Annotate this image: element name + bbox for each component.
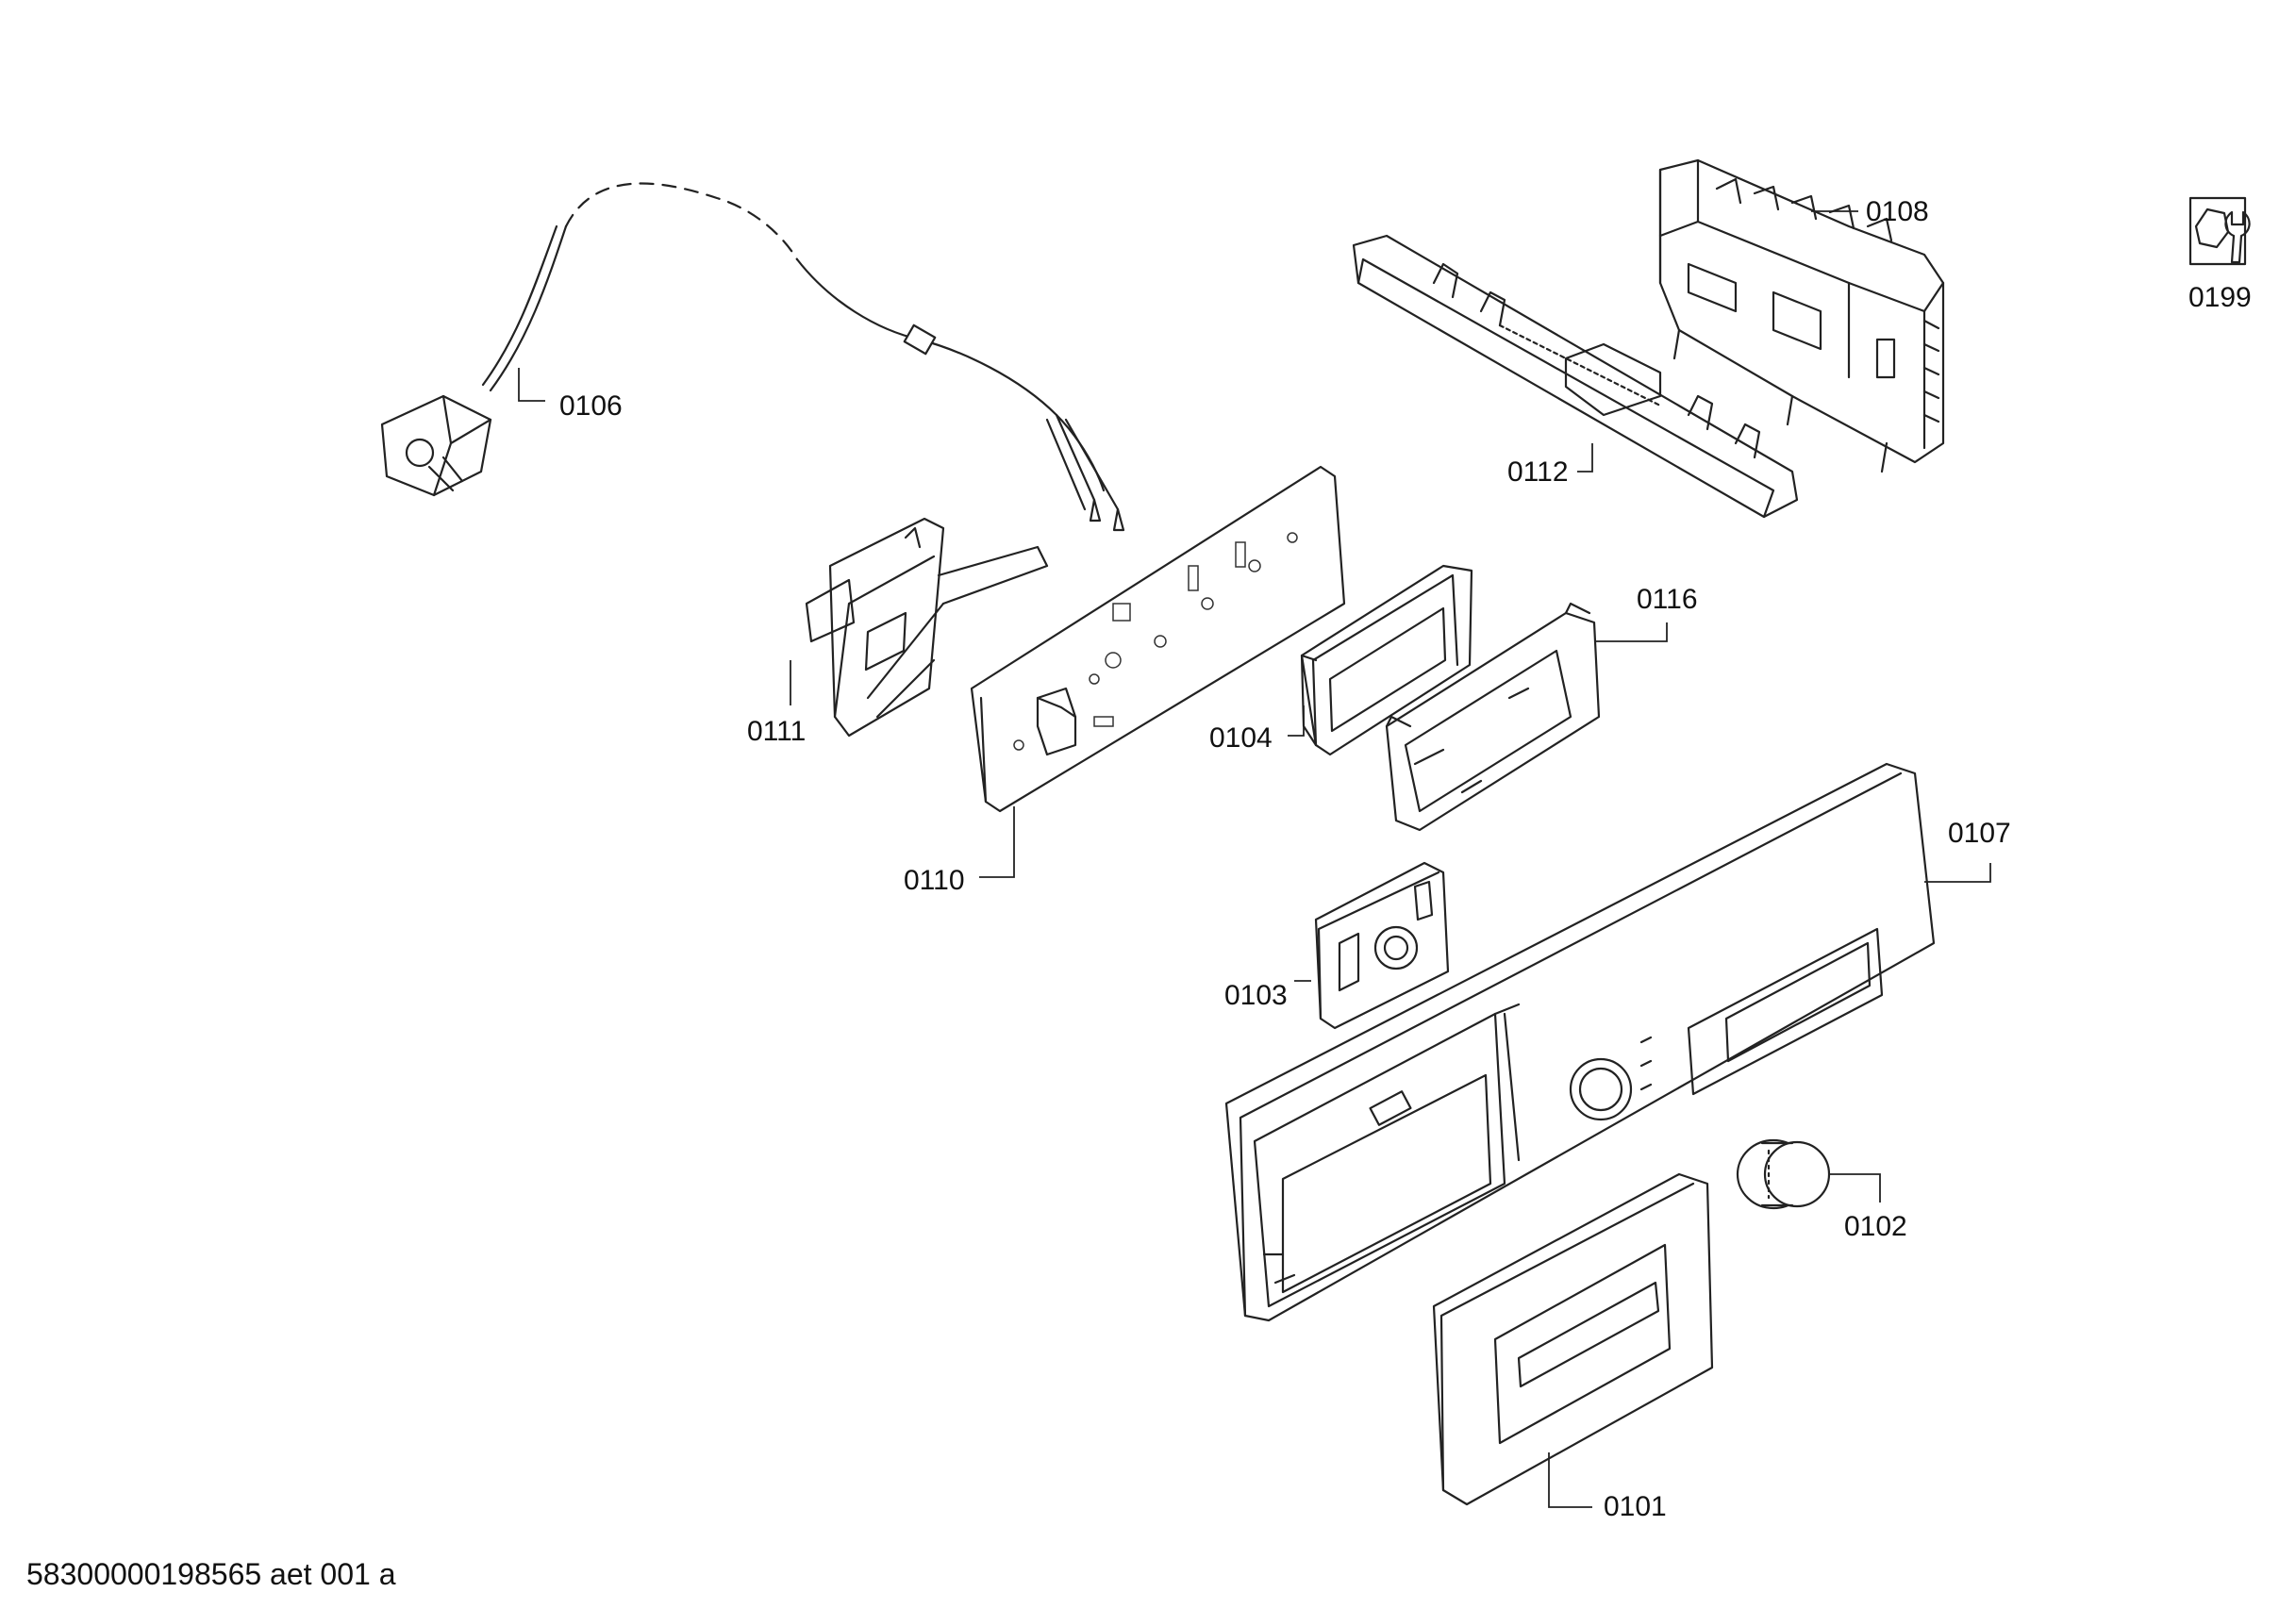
part-0107-front-panel[interactable] bbox=[1224, 762, 1936, 1322]
part-0101-drawer-handle[interactable] bbox=[1432, 1172, 1714, 1506]
part-0116-display-frame[interactable] bbox=[1385, 602, 1601, 832]
leader-0110 bbox=[979, 806, 1015, 878]
part-0104-display-window[interactable] bbox=[1300, 564, 1473, 756]
leader-0107 bbox=[1924, 863, 1991, 883]
label-0110: 0110 bbox=[904, 865, 965, 896]
document-code: 58300000198565 aet 001 a bbox=[26, 1557, 396, 1591]
leader-0116 bbox=[1594, 622, 1668, 642]
label-0111: 0111 bbox=[747, 716, 806, 747]
part-0112-holder-rail[interactable] bbox=[1352, 234, 1799, 519]
label-0107: 0107 bbox=[1948, 818, 2011, 849]
label-0104: 0104 bbox=[1209, 722, 1273, 754]
part-0106-power-cord[interactable] bbox=[380, 182, 1125, 532]
leader-0104 bbox=[1288, 705, 1305, 737]
label-0116: 0116 bbox=[1637, 584, 1698, 615]
label-0103: 0103 bbox=[1224, 980, 1288, 1011]
part-0108-electronic-module[interactable] bbox=[1658, 158, 1945, 473]
label-0199: 0199 bbox=[2188, 282, 2252, 313]
label-0108: 0108 bbox=[1866, 196, 1929, 227]
part-0111-bracket[interactable] bbox=[805, 517, 1049, 738]
wrench-nut-icon bbox=[2188, 196, 2251, 266]
leader-0106 bbox=[518, 368, 545, 402]
label-0101: 0101 bbox=[1604, 1491, 1667, 1522]
label-0106: 0106 bbox=[559, 390, 623, 422]
leader-0101 bbox=[1548, 1452, 1592, 1508]
part-0103-selector-holder[interactable] bbox=[1314, 861, 1450, 1030]
leader-0112 bbox=[1577, 443, 1593, 473]
label-0102: 0102 bbox=[1844, 1211, 1907, 1242]
part-0102-knob[interactable] bbox=[1736, 1138, 1831, 1210]
part-0110-circuit-board[interactable] bbox=[970, 465, 1346, 813]
leader-0102 bbox=[1830, 1173, 1881, 1203]
label-0112: 0112 bbox=[1507, 456, 1569, 488]
